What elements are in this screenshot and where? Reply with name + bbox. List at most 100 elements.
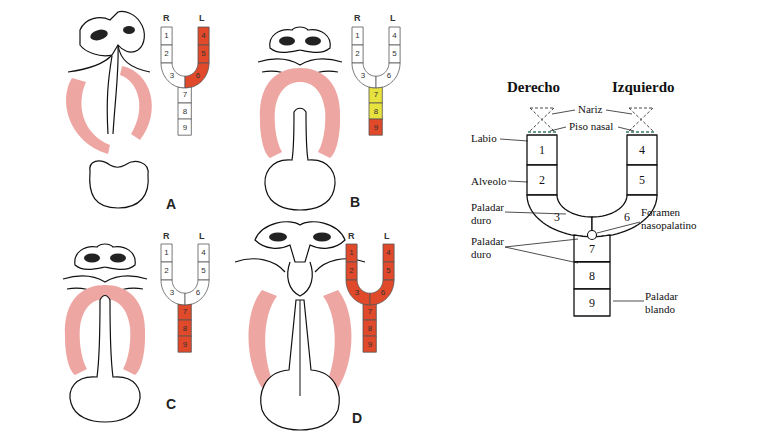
cell-number: 5 xyxy=(392,50,396,58)
y-cell: 8 xyxy=(177,319,192,337)
cell-number: 4 xyxy=(201,249,205,257)
cell-number: 9 xyxy=(368,341,372,349)
y-cell: 3 xyxy=(526,194,593,238)
y-cell: 9 xyxy=(362,335,377,353)
cell-shape xyxy=(346,262,357,280)
cell-shape xyxy=(198,262,209,280)
cell-shape xyxy=(389,45,400,63)
alveolar-arch xyxy=(66,78,110,154)
panel-letter: C xyxy=(166,396,176,412)
cell-shape xyxy=(369,103,382,119)
cell-shape xyxy=(627,165,657,195)
cell-shape xyxy=(370,280,394,305)
panel-letter: B xyxy=(350,194,360,210)
cell-number: 5 xyxy=(639,174,645,186)
nostril xyxy=(313,233,331,242)
nasal-floor-line xyxy=(528,131,655,132)
cell-number: 8 xyxy=(183,325,187,333)
y-cell: 6 xyxy=(184,62,210,89)
vomer-line xyxy=(300,300,301,396)
part-label: Paladar blando xyxy=(645,290,691,315)
y-cell: 2 xyxy=(526,164,558,196)
cell-shape xyxy=(369,87,382,103)
cell-number: 5 xyxy=(201,50,205,58)
cell-shape xyxy=(198,27,209,45)
cell-shape xyxy=(198,45,209,63)
alveolar-arch xyxy=(249,290,278,388)
leader-line xyxy=(500,139,644,301)
y-cell: 6 xyxy=(184,279,210,306)
cell-shape xyxy=(627,135,657,165)
cell-shape xyxy=(389,27,400,45)
cell-number: 6 xyxy=(387,72,391,80)
y-cell: 1 xyxy=(160,243,173,263)
cell-shape xyxy=(363,320,376,336)
cell-number: 3 xyxy=(361,72,365,80)
cell-number: 3 xyxy=(170,289,174,297)
part-label: Labio xyxy=(471,132,497,145)
cell-number: 2 xyxy=(164,267,168,275)
nostril xyxy=(123,26,135,34)
cell-shape xyxy=(198,244,209,262)
palate-outline xyxy=(261,300,339,430)
part-label: Piso nasal xyxy=(569,120,613,133)
part-label: Paladar duro xyxy=(471,201,517,226)
cell-number: 4 xyxy=(392,32,396,40)
cell-number: 2 xyxy=(164,50,168,58)
cell-shape xyxy=(383,244,394,262)
cell-shape xyxy=(161,244,172,262)
cell-number: 2 xyxy=(349,267,353,275)
cell-number: 1 xyxy=(539,144,545,156)
cell-number: 9 xyxy=(589,297,595,309)
side-label: L xyxy=(199,231,205,241)
cell-number: 3 xyxy=(554,211,560,223)
y-cell: 4 xyxy=(382,243,395,263)
cell-number: 6 xyxy=(624,211,630,223)
y-cell: 6 xyxy=(369,279,395,306)
cell-shape xyxy=(161,45,172,63)
y-cell: 2 xyxy=(351,44,364,64)
y-cell: 7 xyxy=(177,303,192,321)
y-cell: 7 xyxy=(177,86,192,104)
cell-number: 7 xyxy=(183,308,187,316)
cell-shape xyxy=(346,280,370,305)
palate-outline xyxy=(90,161,149,208)
y-cell: 5 xyxy=(197,261,210,281)
cell-number: 2 xyxy=(355,50,359,58)
part-label: Alveolo xyxy=(471,175,506,188)
y-cell: 7 xyxy=(368,86,383,104)
y-cell: 8 xyxy=(368,102,383,120)
cell-shape xyxy=(178,336,191,352)
y-cell: 5 xyxy=(197,44,210,64)
cell-number: 5 xyxy=(386,267,390,275)
nose-marker xyxy=(530,108,554,131)
cell-shape xyxy=(352,45,363,63)
cell-number: 8 xyxy=(368,325,372,333)
cell-shape xyxy=(574,262,610,289)
cell-number: 4 xyxy=(386,249,390,257)
lip-line xyxy=(235,259,365,272)
cell-shape xyxy=(376,63,400,88)
prolabium xyxy=(288,262,313,296)
y-cell: 4 xyxy=(388,26,401,46)
cell-number: 9 xyxy=(183,341,187,349)
panel-letter: D xyxy=(352,410,362,426)
cell-number: 7 xyxy=(374,91,378,99)
cell-number: 6 xyxy=(196,289,200,297)
y-cell: 1 xyxy=(345,243,358,263)
alveolar-arch xyxy=(120,66,152,140)
cell-number: 4 xyxy=(201,32,205,40)
y-cell: 3 xyxy=(160,62,186,89)
y-cell: 8 xyxy=(573,261,611,290)
y-cell: 6 xyxy=(375,62,401,89)
cell-shape xyxy=(161,262,172,280)
nostril xyxy=(89,28,109,42)
part-label: Paladar duro xyxy=(471,235,517,260)
cell-shape xyxy=(185,63,209,88)
cell-shape xyxy=(369,119,382,135)
side-label: L xyxy=(199,13,205,23)
cell-number: 1 xyxy=(355,32,359,40)
y-cell: 9 xyxy=(573,288,611,317)
cell-shape xyxy=(178,304,191,320)
y-cell: 9 xyxy=(368,118,383,136)
